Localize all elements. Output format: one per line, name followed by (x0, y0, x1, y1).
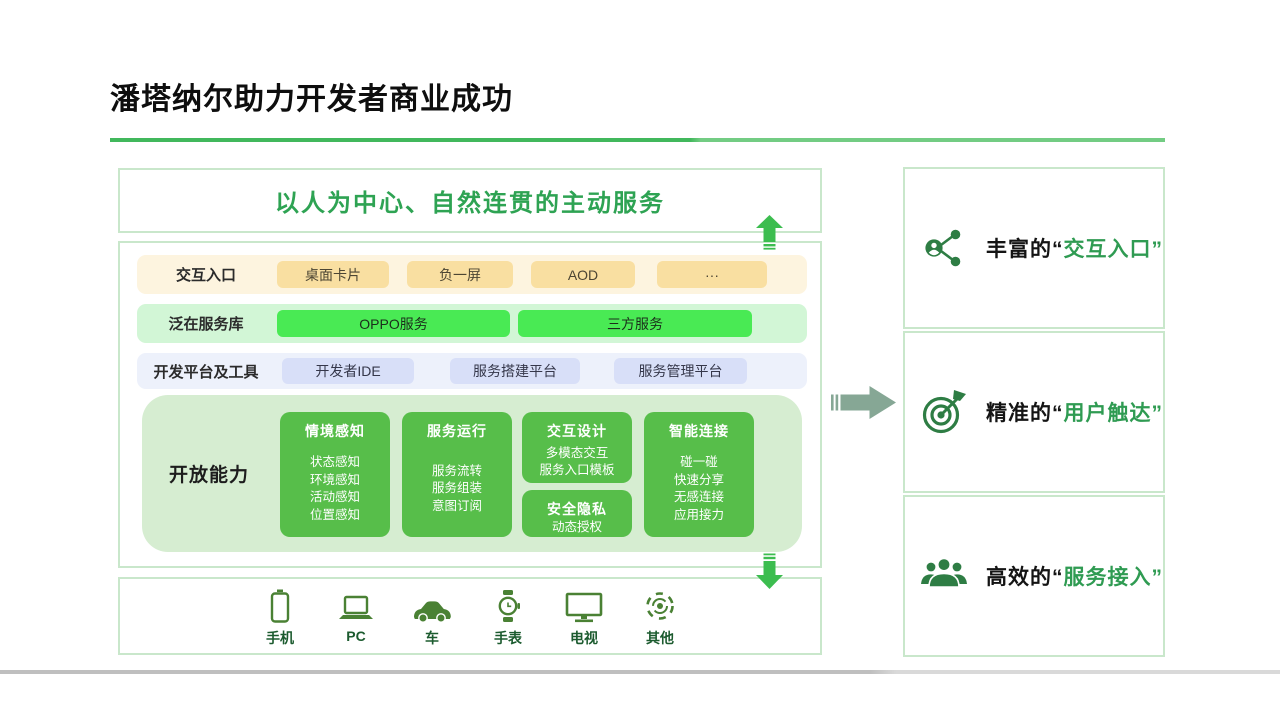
page-title: 潘塔纳尔助力开发者商业成功 (110, 83, 513, 116)
target-icon (919, 388, 968, 436)
phone-icon (270, 587, 290, 623)
benefit-quoted: 用户触达” (1063, 402, 1163, 425)
card-title: 服务运行 (427, 423, 487, 439)
devices-box: 手机 PC 车 (118, 577, 822, 655)
card-title: 情境感知 (305, 423, 365, 439)
share-person-icon (919, 226, 968, 270)
card-item: 快速分享 (673, 472, 724, 487)
devtool-chip: 服务搭建平台 (450, 358, 580, 384)
platform-box: 交互入口 桌面卡片 负一屏 AOD ··· 泛在服务库 OPPO服务 三方服务 … (118, 241, 822, 568)
card-item: 应用接力 (673, 507, 724, 522)
card-item: 状态感知 (309, 455, 360, 469)
benefit-prefix: 高效的“ (986, 566, 1064, 589)
benefit-quoted: 服务接入” (1063, 566, 1163, 589)
device-tv: 电视 (559, 587, 609, 648)
down-arrow-icon (756, 553, 783, 594)
device-car: 车 (407, 587, 457, 648)
service-chip: 三方服务 (518, 310, 752, 337)
card-title: 安全隐私 (547, 501, 607, 517)
card-item: 环境感知 (309, 472, 360, 487)
entry-chip: 桌面卡片 (277, 261, 389, 288)
device-label: 手表 (494, 629, 522, 646)
benefit-service-access: 高效的“服务接入” (903, 495, 1165, 657)
devtool-chip: 开发者IDE (282, 358, 414, 384)
capability-card-service-runtime: 服务运行 服务流转 服务组装 意图订阅 (402, 412, 512, 537)
device-label: 车 (425, 629, 439, 646)
right-arrow-icon (831, 384, 896, 426)
car-icon (412, 587, 452, 623)
headline-text: 以人为中心、自然连贯的主动服务 (275, 190, 665, 217)
bottom-divider (0, 670, 1280, 674)
device-label: PC (346, 627, 366, 644)
card-item: 位置感知 (309, 507, 360, 522)
other-devices-icon (643, 587, 677, 623)
card-item: 无感连接 (673, 490, 724, 504)
row-label: 泛在服务库 (168, 316, 244, 333)
entry-chip: AOD (531, 261, 635, 288)
row-label: 开发平台及工具 (153, 363, 259, 381)
benefit-prefix: 精准的“ (986, 402, 1064, 425)
card-item: 活动感知 (309, 490, 360, 504)
title-underline (110, 138, 1165, 142)
entry-chip: ··· (657, 261, 767, 288)
benefit-quoted: 交互入口” (1063, 238, 1163, 261)
device-list: 手机 PC 车 (255, 587, 685, 648)
capabilities-section: 开放能力 情境感知 状态感知 环境感知 活动感知 位置感知 服务运行 服务流转 … (142, 395, 802, 552)
entry-chip: 负一屏 (407, 261, 513, 288)
benefit-entry-points: 丰富的“交互入口” (903, 167, 1165, 329)
device-label: 手机 (266, 629, 294, 646)
card-item: 意图订阅 (431, 498, 482, 513)
capability-card-smart-connect: 智能连接 碰一碰 快速分享 无感连接 应用接力 (644, 412, 754, 537)
headline-box: 以人为中心、自然连贯的主动服务 (118, 168, 822, 233)
tv-icon (565, 587, 603, 623)
device-other: 其他 (635, 587, 685, 648)
dev-platform-row: 开发平台及工具 开发者IDE 服务搭建平台 服务管理平台 (137, 353, 807, 389)
card-title: 交互设计 (547, 423, 607, 439)
benefit-text: 精准的“用户触达” (986, 397, 1163, 427)
benefit-prefix: 丰富的“ (986, 238, 1064, 261)
benefit-text: 丰富的“交互入口” (986, 233, 1163, 263)
capability-card-security: 安全隐私 动态授权 (522, 490, 632, 537)
watch-icon (496, 587, 521, 623)
card-item: 碰一碰 (680, 455, 718, 469)
capability-card-context: 情境感知 状态感知 环境感知 活动感知 位置感知 (280, 412, 390, 537)
entry-points-row: 交互入口 桌面卡片 负一屏 AOD ··· (137, 255, 807, 294)
card-title: 智能连接 (669, 423, 729, 439)
device-watch: 手表 (483, 587, 533, 648)
row-label: 交互入口 (175, 267, 236, 284)
device-pc: PC (331, 587, 381, 648)
card-item: 服务流转 (431, 463, 482, 478)
card-item: 服务入口模板 (539, 463, 615, 477)
up-arrow-icon (756, 215, 783, 255)
benefit-text: 高效的“服务接入” (986, 561, 1163, 591)
device-phone: 手机 (255, 587, 305, 648)
service-chip: OPPO服务 (277, 310, 510, 337)
card-item: 动态授权 (551, 520, 602, 535)
capabilities-label: 开放能力 (168, 465, 249, 486)
people-icon (919, 557, 968, 595)
service-library-row: 泛在服务库 OPPO服务 三方服务 (137, 304, 807, 343)
devtool-chip: 服务管理平台 (614, 358, 747, 384)
card-item: 多模态交互 (545, 445, 609, 460)
device-label: 电视 (570, 629, 598, 646)
device-label: 其他 (646, 629, 674, 646)
capability-card-interaction-design: 交互设计 多模态交互 服务入口模板 (522, 412, 632, 483)
card-item: 服务组装 (431, 481, 482, 496)
benefit-user-reach: 精准的“用户触达” (903, 331, 1165, 493)
laptop-icon (337, 587, 375, 623)
